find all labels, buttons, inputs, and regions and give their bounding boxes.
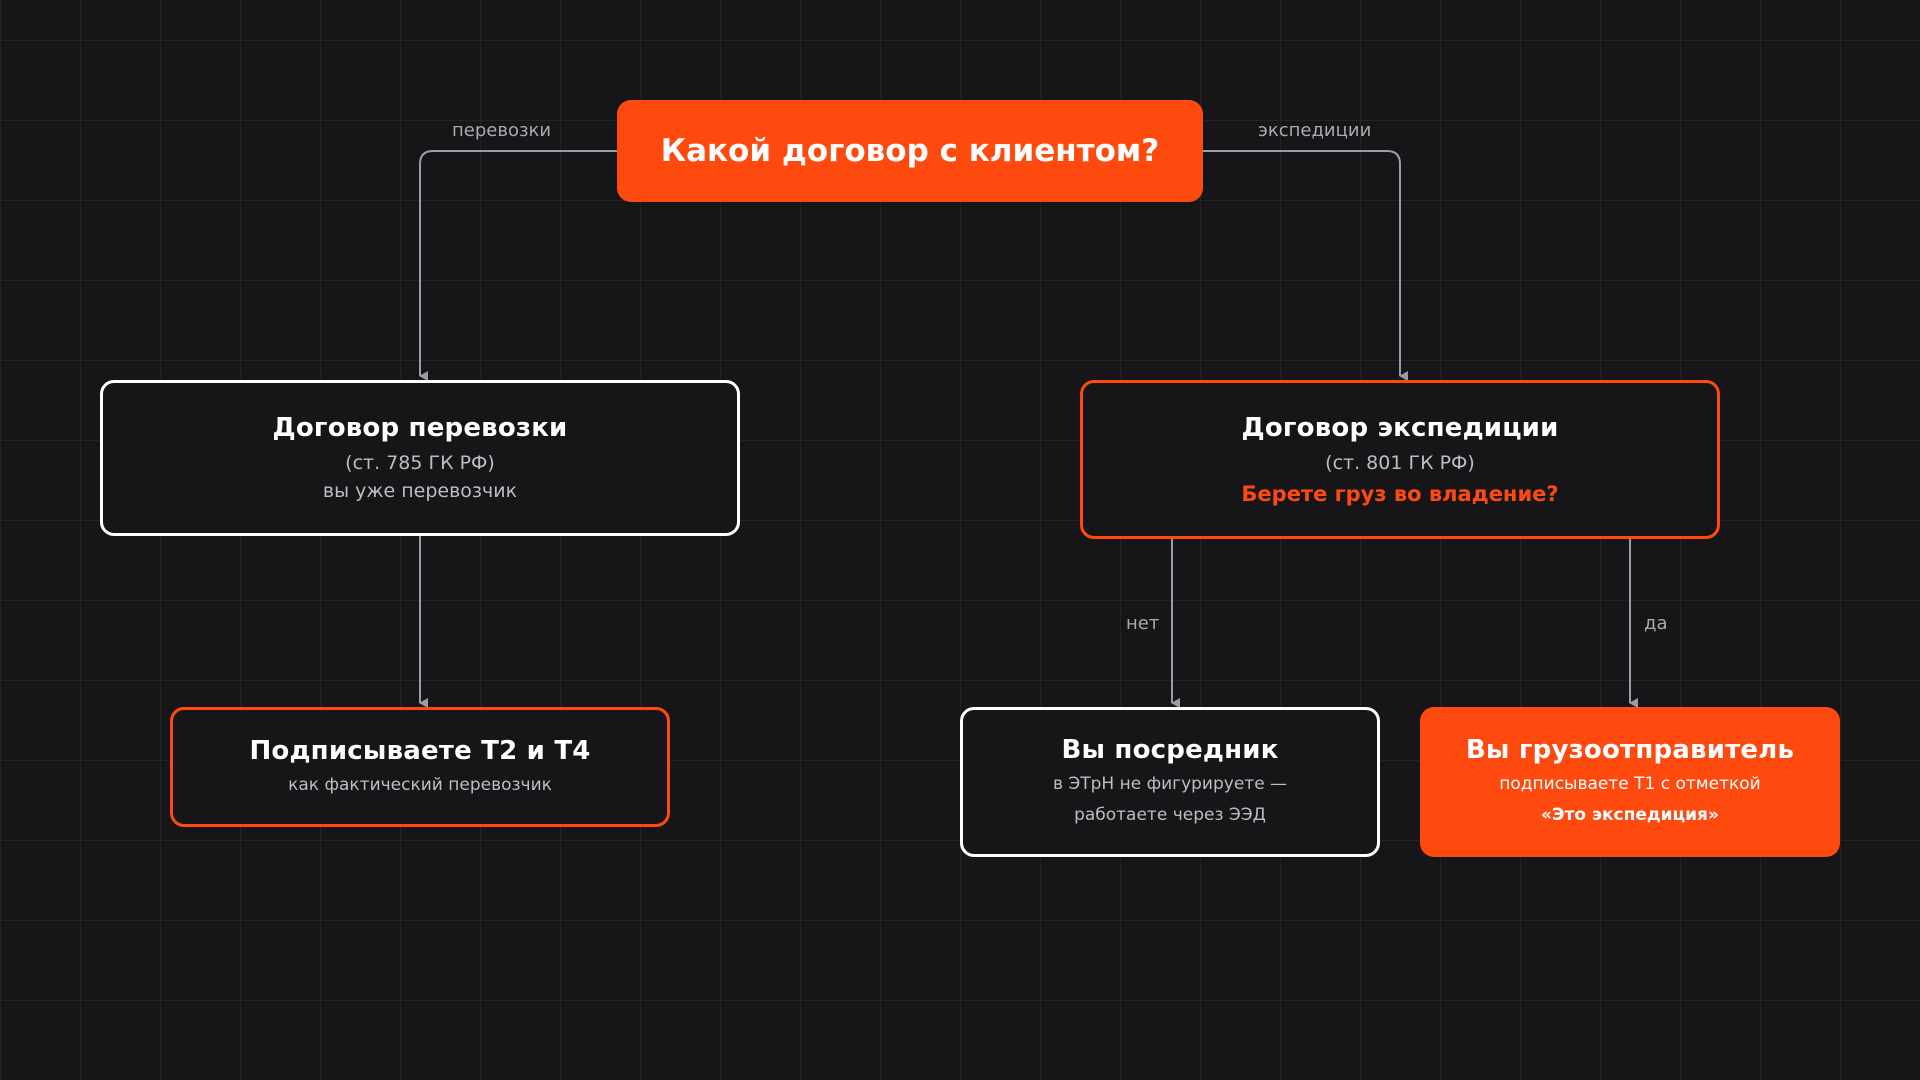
- expedition-title: Договор экспедиции: [1241, 412, 1559, 443]
- intermediary-title: Вы посредник: [1061, 735, 1279, 765]
- carriage-note: вы уже перевозчик: [322, 480, 518, 502]
- intermediary-node: Вы посредник в ЭТрН не фигурируете — раб…: [960, 707, 1380, 857]
- question-node: Какой договор с клиентом?: [617, 100, 1203, 202]
- carriage-article: (ст. 785 ГК РФ): [345, 452, 495, 474]
- connector-question-to-carriage: [419, 150, 617, 381]
- sign-note: как фактический перевозчик: [288, 774, 552, 795]
- carriage-title: Договор перевозки: [272, 413, 568, 443]
- edge-label-yes: да: [1644, 613, 1668, 634]
- edge-label-expedition: экспедиции: [1258, 120, 1372, 141]
- expedition-contract-node: Договор экспедиции (ст. 801 ГК РФ) Берет…: [1080, 380, 1720, 539]
- sign-node: Подписываете Т2 и Т4 как фактический пер…: [170, 707, 670, 827]
- intermediary-line2: работаете через ЭЭД: [1074, 805, 1266, 825]
- question-title: Какой договор с клиентом?: [660, 133, 1160, 169]
- expedition-article: (ст. 801 ГК РФ): [1325, 451, 1475, 474]
- shipper-line2: «Это экспедиция»: [1541, 805, 1719, 825]
- connector-question-to-expedition: [1203, 150, 1408, 381]
- sign-title: Подписываете Т2 и Т4: [249, 735, 591, 766]
- carriage-contract-node: Договор перевозки (ст. 785 ГК РФ) вы уже…: [100, 380, 740, 536]
- shipper-line1: подписываете Т1 с отметкой: [1499, 774, 1761, 794]
- edge-label-no: нет: [1126, 613, 1160, 634]
- shipper-title: Вы грузоотправитель: [1465, 735, 1795, 765]
- expedition-question: Берете груз во владение?: [1241, 481, 1559, 506]
- intermediary-line1: в ЭТрН не фигурируете —: [1052, 774, 1288, 794]
- edge-label-carriage: перевозки: [452, 120, 552, 141]
- shipper-node: Вы грузоотправитель подписываете Т1 с от…: [1420, 707, 1840, 857]
